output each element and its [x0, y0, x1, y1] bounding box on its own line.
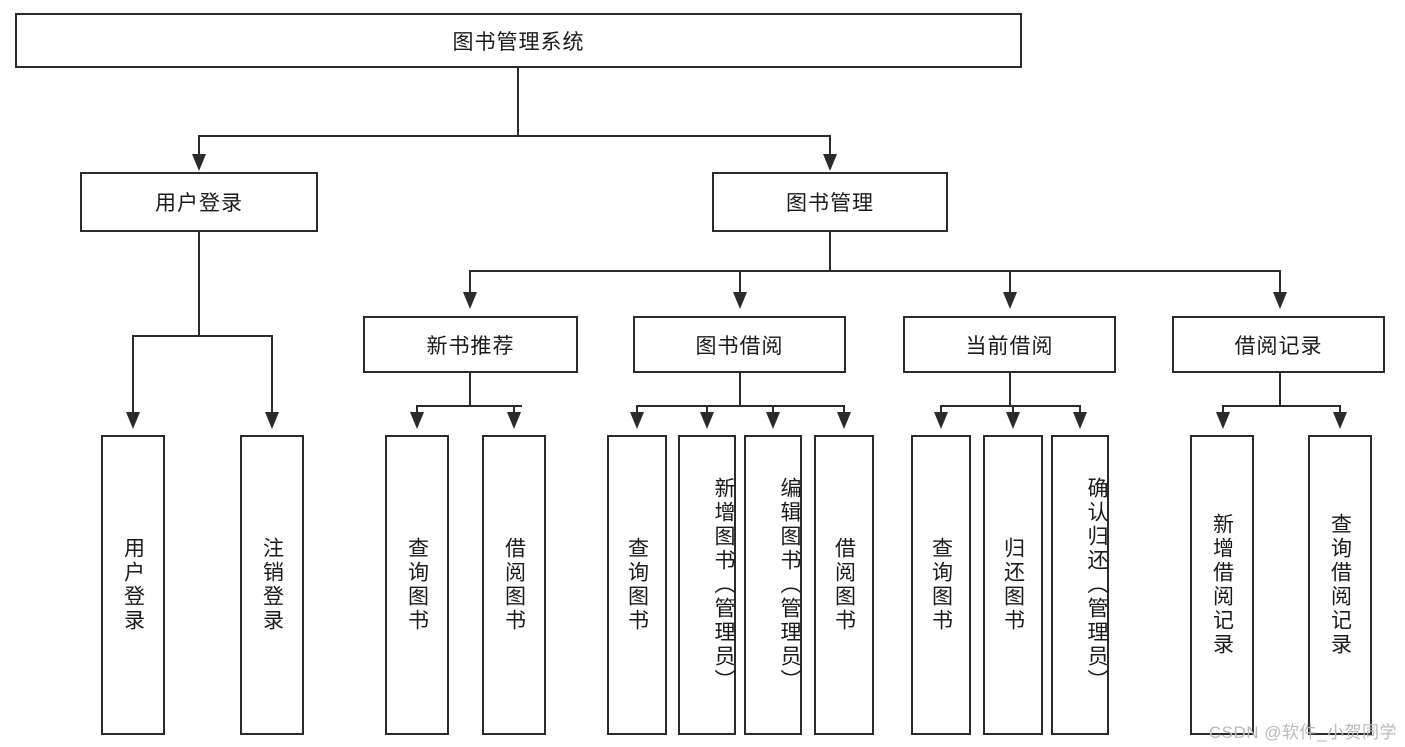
edge-borrow-to-leaf-4: [843, 405, 845, 415]
edge-root-to-user-login: [198, 135, 200, 159]
node-leaf-confirm-return-admin[interactable]: 确认归还（管理员）: [1051, 435, 1109, 735]
edge-newbook-stem: [469, 373, 471, 406]
edge-newbook-to-leaf-2: [513, 405, 515, 415]
arrow-records-to-leaf-1: [1216, 412, 1230, 429]
edge-root-stem: [517, 68, 519, 135]
arrow-book-mgmt-to-current: [1003, 292, 1017, 309]
edge-current-to-leaf-3: [1079, 405, 1081, 415]
node-leaf-return-books[interactable]: 归还图书: [983, 435, 1043, 735]
node-book-management[interactable]: 图书管理: [712, 172, 948, 232]
arrow-borrow-to-leaf-2: [700, 412, 714, 429]
arrow-book-mgmt-to-borrow: [733, 292, 747, 309]
edge-records-bus: [1222, 405, 1341, 407]
arrow-borrow-to-leaf-3: [766, 412, 780, 429]
edge-records-stem: [1279, 373, 1281, 406]
node-current-borrow[interactable]: 当前借阅: [903, 316, 1116, 373]
csdn-watermark: CSDN @软件_小贺同学: [1208, 723, 1397, 742]
edge-newbook-to-leaf-1: [416, 405, 418, 415]
edge-root-bus: [198, 135, 830, 137]
node-root-system[interactable]: 图书管理系统: [15, 13, 1022, 68]
edge-book-mgmt-bus: [469, 270, 1280, 272]
node-book-borrow[interactable]: 图书借阅: [633, 316, 846, 373]
arrow-current-to-leaf-1: [934, 412, 948, 429]
node-leaf-query-books-newbook[interactable]: 查询图书: [385, 435, 449, 735]
arrow-root-to-user-login: [192, 154, 206, 171]
node-borrow-records[interactable]: 借阅记录: [1172, 316, 1385, 373]
node-leaf-query-books-borrow[interactable]: 查询图书: [607, 435, 667, 735]
edge-records-to-leaf-2: [1339, 405, 1341, 415]
edge-borrow-to-leaf-3: [772, 405, 774, 415]
node-leaf-borrow-books[interactable]: 借阅图书: [814, 435, 874, 735]
edge-book-mgmt-to-newbook: [469, 270, 471, 294]
arrow-borrow-to-leaf-1: [630, 412, 644, 429]
node-leaf-logout[interactable]: 注销登录: [240, 435, 304, 735]
edge-records-to-leaf-1: [1222, 405, 1224, 415]
node-leaf-add-book-admin[interactable]: 新增图书（管理员）: [678, 435, 736, 735]
arrow-current-to-leaf-2: [1006, 412, 1020, 429]
node-new-book-recommend[interactable]: 新书推荐: [363, 316, 578, 373]
edge-root-to-book-mgmt: [829, 135, 831, 159]
arrow-user-login-to-leaf-1: [126, 412, 140, 429]
arrow-newbook-to-leaf-1: [410, 412, 424, 429]
edge-current-stem: [1009, 373, 1011, 406]
edge-user-login-stem: [198, 232, 200, 336]
arrow-user-login-to-leaf-2: [265, 412, 279, 429]
node-leaf-borrow-books-newbook[interactable]: 借阅图书: [482, 435, 546, 735]
edge-current-to-leaf-1: [940, 405, 942, 415]
arrow-book-mgmt-to-records: [1273, 292, 1287, 309]
arrow-current-to-leaf-3: [1073, 412, 1087, 429]
arrow-book-mgmt-to-newbook: [463, 292, 477, 309]
edge-user-login-bus: [132, 335, 273, 337]
edge-book-mgmt-stem: [829, 232, 831, 272]
arrow-borrow-to-leaf-4: [837, 412, 851, 429]
edge-current-to-leaf-2: [1012, 405, 1014, 415]
edge-user-login-to-leaf-2: [271, 335, 273, 415]
node-leaf-query-books-current[interactable]: 查询图书: [911, 435, 971, 735]
edge-book-mgmt-to-borrow: [739, 270, 741, 294]
edge-borrow-stem: [739, 373, 741, 406]
arrow-newbook-to-leaf-2: [507, 412, 521, 429]
edge-user-login-to-leaf-1: [132, 335, 134, 415]
node-leaf-edit-book-admin[interactable]: 编辑图书（管理员）: [744, 435, 802, 735]
node-leaf-query-borrow-record[interactable]: 查询借阅记录: [1308, 435, 1372, 735]
node-leaf-add-borrow-record[interactable]: 新增借阅记录: [1190, 435, 1254, 735]
edge-book-mgmt-to-current: [1009, 270, 1011, 294]
edge-newbook-bus: [416, 405, 522, 407]
edge-borrow-to-leaf-2: [706, 405, 708, 415]
edge-borrow-to-leaf-1: [636, 405, 638, 415]
arrow-records-to-leaf-2: [1333, 412, 1347, 429]
edge-borrow-bus: [636, 405, 844, 407]
edge-current-bus: [940, 405, 1079, 407]
node-leaf-user-login[interactable]: 用户登录: [101, 435, 165, 735]
arrow-root-to-book-mgmt: [823, 154, 837, 171]
edge-book-mgmt-to-records: [1279, 270, 1281, 294]
node-user-login[interactable]: 用户登录: [80, 172, 318, 232]
